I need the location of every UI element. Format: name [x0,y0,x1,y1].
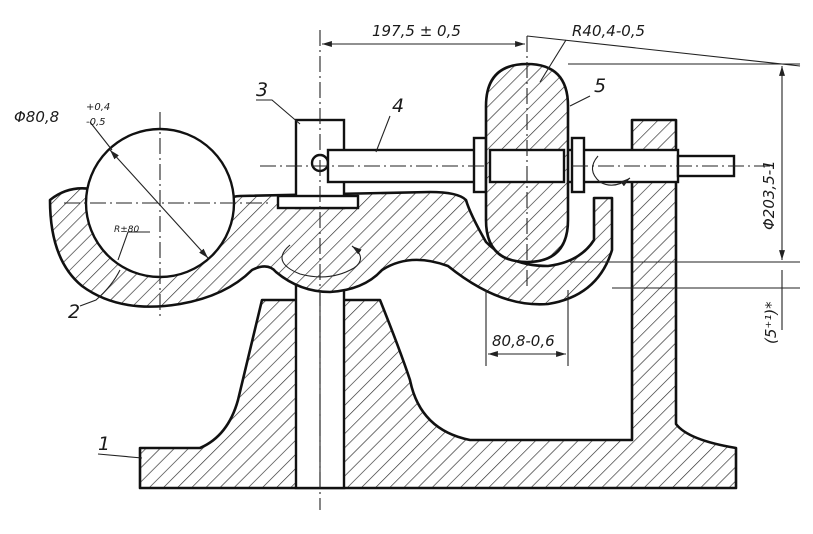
dim-roller-width: 80,8-0,6 [492,332,555,350]
dimension-lines [322,35,801,330]
ball [64,112,268,320]
dim-ball-diameter: Φ80,8 [14,108,59,126]
label-part-2: 2 [68,301,80,323]
dim-ball-tol-upper: +0,4 [86,102,110,113]
roller [484,36,570,366]
dim-roller-diameter: Φ203,5-1 [760,160,778,230]
dimension-texts: 197,5 ± 0,5 Φ80,8 +0,4 -0,5 R40,4-0,5 R±… [14,22,780,350]
label-part-5: 5 [594,75,606,97]
label-part-1: 1 [98,433,110,455]
label-part-3: 3 [256,79,268,101]
dim-center-distance: 197,5 ± 0,5 [372,22,461,40]
part-callouts: 1 2 3 4 5 [68,75,606,459]
dim-gap: (5⁺¹)* [762,301,780,344]
label-part-4: 4 [392,95,404,117]
dim-roller-radius: R40,4-0,5 [572,22,645,40]
rotation-arrows [281,155,631,278]
dim-cup-radius: R±80 [114,225,140,235]
dim-ball-tol-lower: -0,5 [86,117,106,128]
